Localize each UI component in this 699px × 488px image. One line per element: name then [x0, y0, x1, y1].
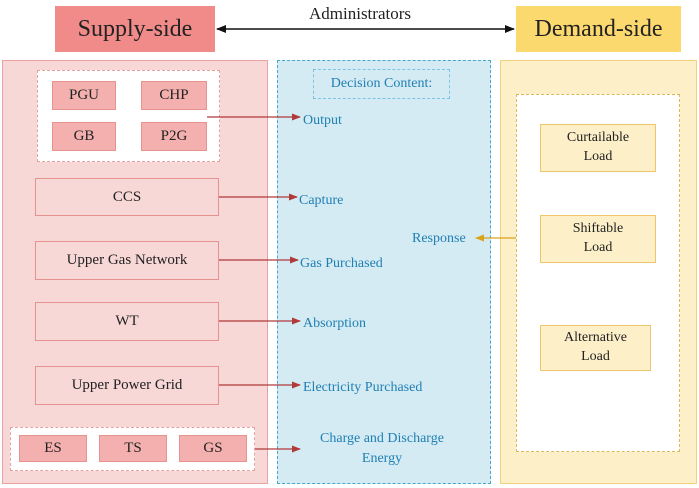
charge-discharge-label: Charge and Discharge Energy [302, 429, 462, 469]
p2g-box: P2G [141, 122, 207, 151]
ts-box: TS [99, 435, 167, 462]
upper-power-grid-box: Upper Power Grid [35, 366, 219, 405]
gs-box: GS [179, 435, 247, 462]
demand-side-header: Demand-side [516, 6, 681, 52]
upper-gas-network-box: Upper Gas Network [35, 241, 219, 280]
alternative-load-line1: Alternative [564, 330, 627, 346]
curtailable-load-line2: Load [583, 149, 613, 164]
curtailable-load-box: Curtailable Load [540, 124, 656, 172]
administrators-label: Administrators [309, 4, 411, 23]
decision-content-title: Decision Content: [313, 69, 450, 99]
shiftable-load-line2: Load [583, 240, 613, 255]
charge-discharge-line2: Energy [361, 451, 403, 466]
es-box: ES [19, 435, 87, 462]
shiftable-load-box: Shiftable Load [540, 215, 656, 263]
charge-discharge-line1: Charge and Discharge [320, 431, 444, 446]
electricity-purchased-label: Electricity Purchased [303, 380, 423, 395]
response-label: Response [412, 231, 466, 246]
supply-side-header: Supply-side [55, 6, 215, 52]
wt-box: WT [35, 302, 219, 341]
absorption-label: Absorption [303, 316, 366, 331]
pgu-box: PGU [52, 81, 116, 110]
gas-purchased-label: Gas Purchased [300, 256, 383, 271]
alternative-load-box: Alternative Load [540, 325, 651, 371]
curtailable-load-line1: Curtailable [566, 130, 630, 146]
ccs-box: CCS [35, 178, 219, 216]
gb-box: GB [52, 122, 116, 151]
shiftable-load-line1: Shiftable [572, 221, 624, 237]
decision-content-panel [277, 60, 491, 484]
output-label: Output [303, 113, 342, 128]
capture-label: Capture [299, 193, 344, 208]
chp-box: CHP [141, 81, 207, 110]
alternative-load-line2: Load [581, 349, 610, 364]
